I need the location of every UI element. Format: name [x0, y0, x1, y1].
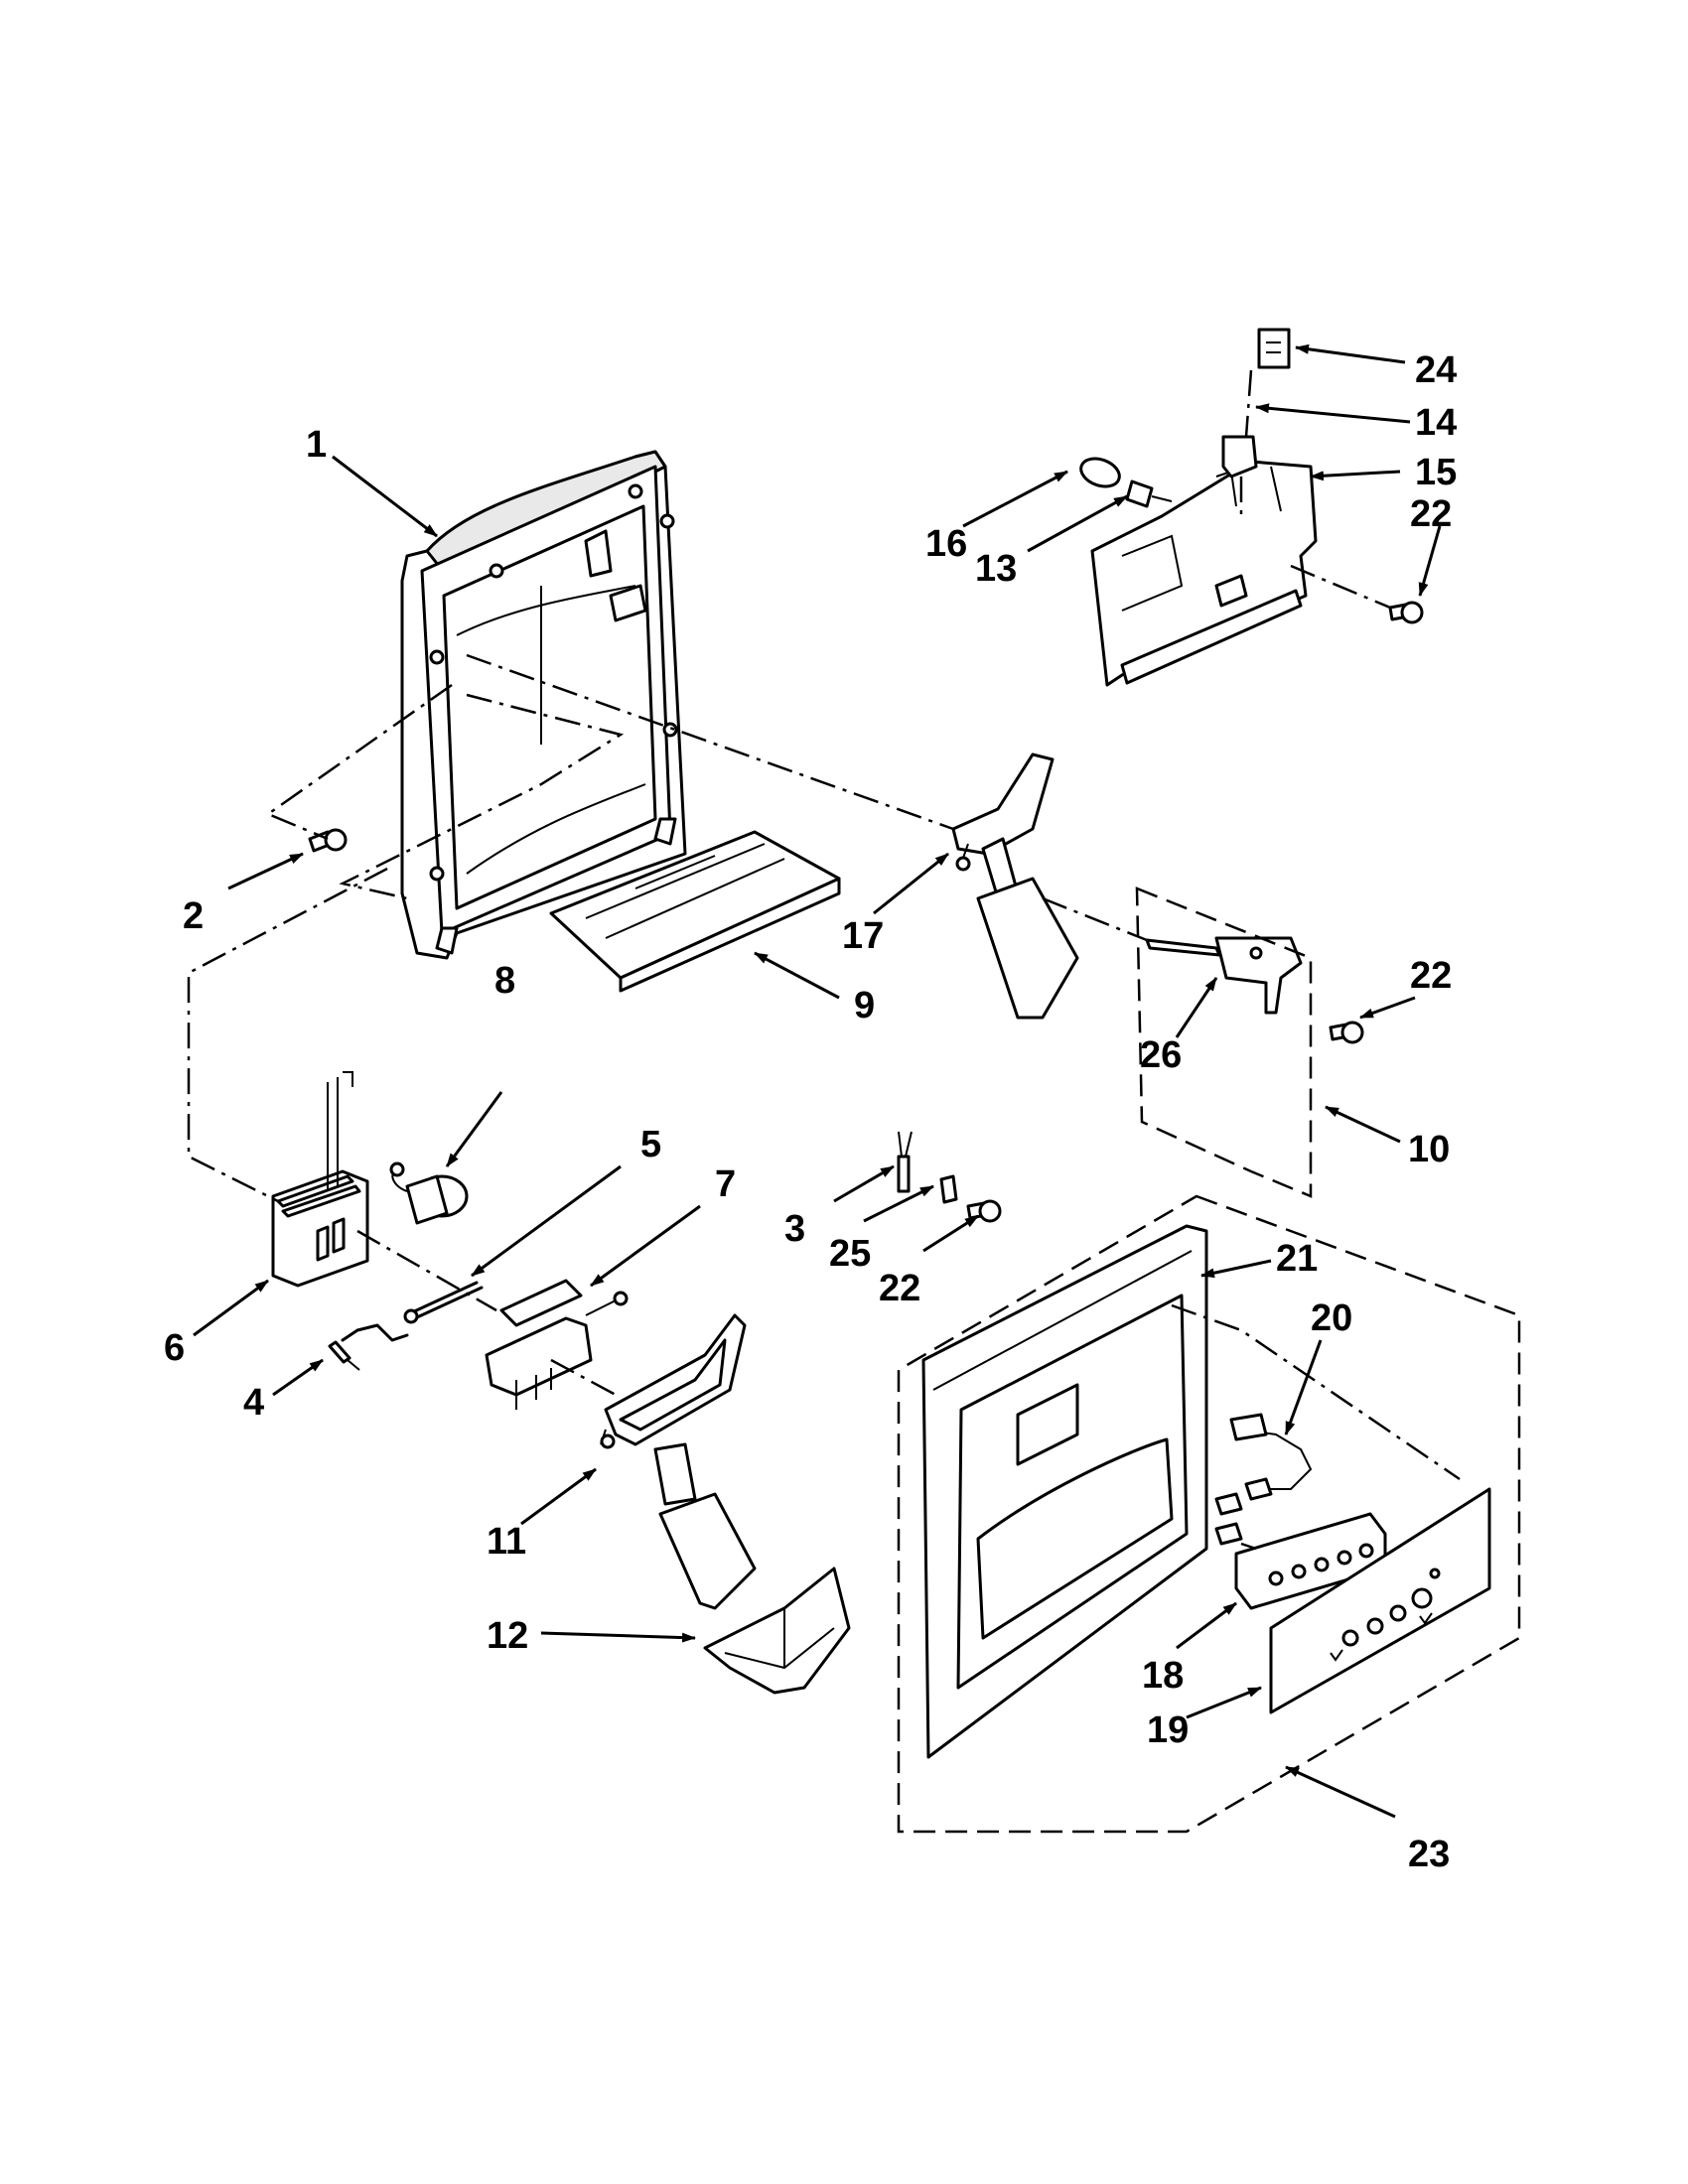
callout-11: 11: [487, 1521, 526, 1563]
part-screw-22-top: [1388, 601, 1424, 624]
part-actuator-26: [1145, 936, 1303, 1015]
callout-9: 9: [854, 985, 875, 1026]
part-spring-4: [328, 1323, 409, 1371]
callout-23: 23: [1408, 1834, 1450, 1875]
callout-16: 16: [925, 523, 967, 565]
callout-22-top: 22: [1410, 493, 1452, 535]
alignment-lines: [187, 369, 1461, 1551]
callout-20: 20: [1311, 1297, 1352, 1339]
callout-3: 3: [784, 1208, 805, 1250]
part-overlay-19: [1269, 1487, 1491, 1714]
part-wire-harness-20: [1214, 1413, 1313, 1546]
part-ice-chute-12: [703, 1567, 851, 1695]
callout-1: 1: [306, 424, 327, 466]
callout-14: 14: [1415, 402, 1457, 444]
callout-19: 19: [1147, 1709, 1189, 1751]
callout-5: 5: [640, 1124, 661, 1165]
callout-18: 18: [1142, 1655, 1184, 1697]
callout-17: 17: [842, 915, 884, 957]
part-pin-5: [403, 1281, 484, 1324]
part-control-module-6: [271, 1071, 369, 1288]
callout-21: 21: [1276, 1238, 1318, 1280]
part-clip-3: [897, 1131, 913, 1193]
part-screw-2: [308, 828, 348, 853]
callout-6: 6: [164, 1327, 185, 1369]
callout-8: 8: [494, 960, 515, 1002]
callout-22-lower: 22: [879, 1268, 920, 1309]
callout-7: 7: [715, 1163, 736, 1205]
part-screw-22-lower: [966, 1199, 1002, 1223]
leader-arrows: [193, 343, 1442, 1819]
callout-26: 26: [1140, 1034, 1182, 1076]
part-bracket-7: [485, 1279, 629, 1410]
part-drip-tray: [549, 830, 841, 993]
callout-24: 24: [1415, 349, 1457, 391]
callout-2: 2: [183, 895, 204, 937]
part-socket-13: [1125, 479, 1173, 508]
part-housing-frame: [400, 450, 687, 960]
part-motor-8: [389, 1161, 469, 1225]
callout-13: 13: [975, 548, 1017, 590]
callout-25: 25: [829, 1233, 871, 1275]
part-housing-15: [1090, 460, 1318, 687]
callout-22-mid: 22: [1410, 955, 1452, 997]
assembly-boundaries: [897, 887, 1521, 1834]
part-clip-25: [939, 1174, 958, 1204]
callout-4: 4: [243, 1382, 264, 1424]
part-label-24: [1257, 328, 1291, 369]
part-water-lever-17: [951, 752, 1079, 1020]
part-screw-22-mid: [1329, 1021, 1364, 1044]
callout-12: 12: [487, 1615, 528, 1657]
callout-10: 10: [1408, 1129, 1450, 1170]
part-switch-14: [1221, 435, 1258, 478]
part-bulb-16: [1079, 457, 1121, 488]
callout-15: 15: [1415, 452, 1457, 493]
callout-labels: 1 2 3 4 5 6 7 8 9 10 11 12 13 14 15 16 1…: [164, 349, 1457, 1875]
part-front-panel-21: [921, 1224, 1208, 1759]
part-ice-lever-11: [600, 1313, 757, 1610]
